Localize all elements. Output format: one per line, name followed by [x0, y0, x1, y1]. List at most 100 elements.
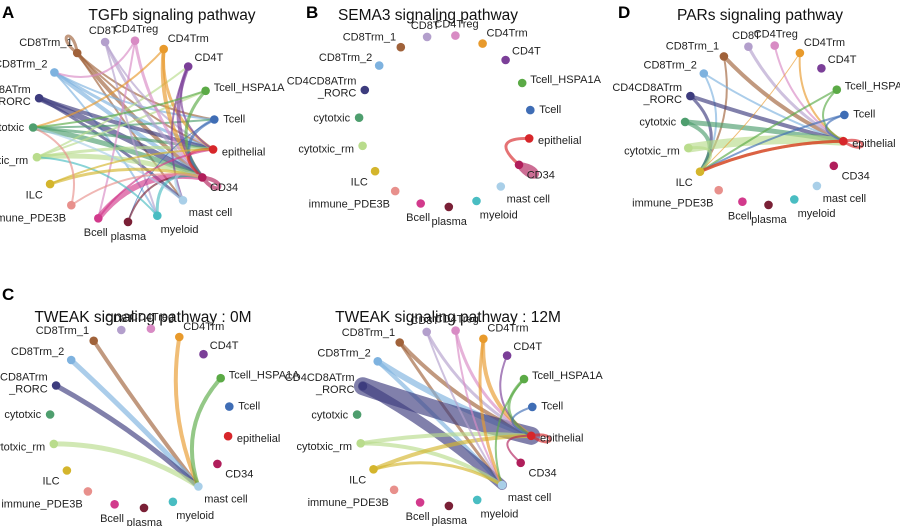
node-plasma: [123, 217, 133, 227]
node-label-cytotxic: cytotxic: [311, 409, 348, 421]
node-immune-pde3b: [389, 485, 399, 495]
panel-b: B SEMA3 signaling pathway CD8TCD4TregCD4…: [287, 3, 602, 228]
node-label-cd4treg: CD4Treg: [434, 19, 478, 31]
node-myeloid: [153, 211, 162, 220]
node-cd4cd8atrm-rorc: [34, 93, 44, 103]
node-cytotxic: [45, 410, 55, 419]
edge-cytotxic-rm-to-epithelial: [35, 146, 215, 159]
node-cd8trm-1: [395, 338, 405, 347]
node-cd4trm: [159, 44, 168, 54]
node-mast-cell: [194, 482, 203, 491]
node-immune-pde3b: [83, 487, 93, 496]
node-label-bcell: Bcell: [84, 227, 108, 239]
node-label-cytotxic-rm: cytotxic_rm: [0, 442, 45, 454]
node-cd4treg: [451, 31, 460, 40]
node-label-myeloid: myeloid: [176, 510, 214, 522]
node-cytotxic-rm: [32, 152, 42, 162]
edge-cytotxic-rm-to-mast-cell: [51, 441, 201, 490]
edge-bcell-to-epithelial: [97, 148, 215, 220]
node-plasma: [444, 501, 454, 511]
node-label-plasma: plasma: [751, 214, 787, 226]
node-label-cd4treg: CD4Treg: [114, 24, 158, 36]
edge-cd4trm-to-cytotxic: [32, 48, 165, 129]
node-label-cd8trm-2: CD8Trm_2: [0, 59, 48, 71]
node-cd34: [516, 458, 525, 468]
edge-ilc-to-epithelial: [371, 433, 534, 472]
edge-epithelial-to-epithelial: [529, 433, 552, 444]
node-label-tcell: Tcell: [541, 401, 563, 413]
node-label-cytotxic: cytotxic: [639, 117, 676, 129]
node-tcell-hspa1a: [519, 374, 529, 384]
node-cd8trm-1: [719, 52, 729, 61]
node-label-cytotxic: cytotxic: [313, 112, 350, 124]
node-label-plasma: plasma: [431, 216, 467, 228]
edge-tcell-to-ilc: [699, 113, 846, 173]
node-myeloid: [472, 495, 482, 505]
panel-letter: C: [2, 285, 14, 304]
node-label-cytotxic-rm: cytotxic_rm: [298, 143, 354, 155]
node-label-cd8t: CD8T: [732, 30, 761, 42]
node-cd4t: [817, 64, 826, 73]
node-label-cd8trm-2: CD8Trm_2: [317, 348, 370, 360]
node-label-ilc: ILC: [42, 476, 59, 488]
node-label-cd4cd8atrm-rorc: CD4CD8ATrm_RORC: [0, 84, 31, 108]
node-cd4cd8atrm-rorc: [360, 85, 370, 95]
edge-cd8trm-1-to-tcell: [76, 51, 216, 121]
node-label-mast-cell: mast cell: [823, 193, 866, 205]
edge-epithelial-to-ilc: [698, 139, 845, 174]
node-cd8t: [422, 327, 432, 337]
node-epithelial: [524, 134, 534, 143]
node-label-bcell: Bcell: [728, 210, 752, 222]
edge-cd4treg-to-bcell: [97, 39, 137, 220]
node-epithelial: [208, 145, 218, 154]
edge-cd4cd8atrm-rorc-to-mast-cell: [357, 381, 508, 490]
node-ilc: [62, 466, 72, 475]
panel-title: PARs signaling pathway: [677, 7, 843, 24]
edge-cd8trm-2-to-epithelial: [52, 70, 215, 151]
edge-cytotxic-to-epithelial: [31, 125, 215, 151]
edge-cd4cd8atrm-rorc-to-epithelial: [688, 94, 846, 144]
panel-c-0m: C TWEAK signaling pathway : 0M CD8TCD4Tr…: [0, 285, 300, 526]
node-layer: CD8TCD4TregCD4TrmCD4TTcell_HSPA1ATcellep…: [612, 29, 900, 226]
node-label-tcell: Tcell: [238, 401, 260, 413]
node-label-cd8trm-1: CD8Trm_1: [343, 32, 396, 44]
node-label-tcell-hspa1a: Tcell_HSPA1A: [532, 370, 603, 382]
node-cd8t: [100, 37, 110, 47]
edge-cd4cd8atrm-rorc-to-mast-cell: [53, 383, 201, 490]
node-cd8trm-1: [89, 336, 98, 346]
node-tcell: [225, 402, 234, 411]
node-ilc: [695, 167, 705, 176]
node-ilc: [45, 179, 55, 189]
node-label-plasma: plasma: [432, 515, 468, 526]
node-label-immune-pde3b: immune_PDE3B: [0, 213, 66, 225]
node-label-mast-cell: mast cell: [507, 193, 550, 205]
edge-tcell-hspa1a-to-mast-cell: [189, 376, 223, 489]
node-mast-cell: [178, 196, 188, 205]
node-label-cd8trm-1: CD8Trm_1: [342, 327, 395, 339]
node-mast-cell: [497, 480, 507, 490]
edge-cd8t-to-epithelial: [104, 40, 215, 151]
panel-c-12m: TWEAK signaling pathway : 12M CD8TCD4Tre…: [285, 309, 604, 526]
edge-ilc-to-epithelial: [49, 148, 215, 186]
node-label-tcell: Tcell: [539, 104, 561, 116]
edge-cytotxic-rm-to-tcell-hspa1a: [35, 89, 207, 159]
node-label-immune-pde3b: immune_PDE3B: [632, 198, 713, 210]
node-label-cd4cd8atrm-rorc: CD4CD8ATrm_RORC: [612, 82, 682, 106]
panel-title: SEMA3 signaling pathway: [338, 7, 518, 24]
node-label-mast-cell: mast cell: [508, 492, 551, 504]
edge-layer: [30, 34, 222, 223]
edge-cd4trm-to-mast-cell: [173, 335, 201, 489]
node-label-cytotxic-rm: cytotxic_rm: [0, 155, 28, 167]
node-label-cd34: CD34: [527, 169, 555, 181]
node-cd34: [198, 173, 207, 182]
node-label-cd8trm-1: CD8Trm_1: [19, 37, 72, 49]
node-label-cytotxic: cytotxic: [4, 409, 41, 421]
node-myeloid: [790, 195, 799, 204]
edge-cd8trm-1-to-epithelial: [76, 51, 215, 151]
node-label-epithelial: epithelial: [540, 433, 583, 445]
node-label-cd4t: CD4T: [195, 52, 224, 64]
node-epithelial: [526, 431, 536, 441]
node-label-plasma: plasma: [127, 517, 163, 526]
node-layer: CD8TCD4TregCD4TrmCD4TTcell_HSPA1ATcellep…: [0, 24, 285, 243]
